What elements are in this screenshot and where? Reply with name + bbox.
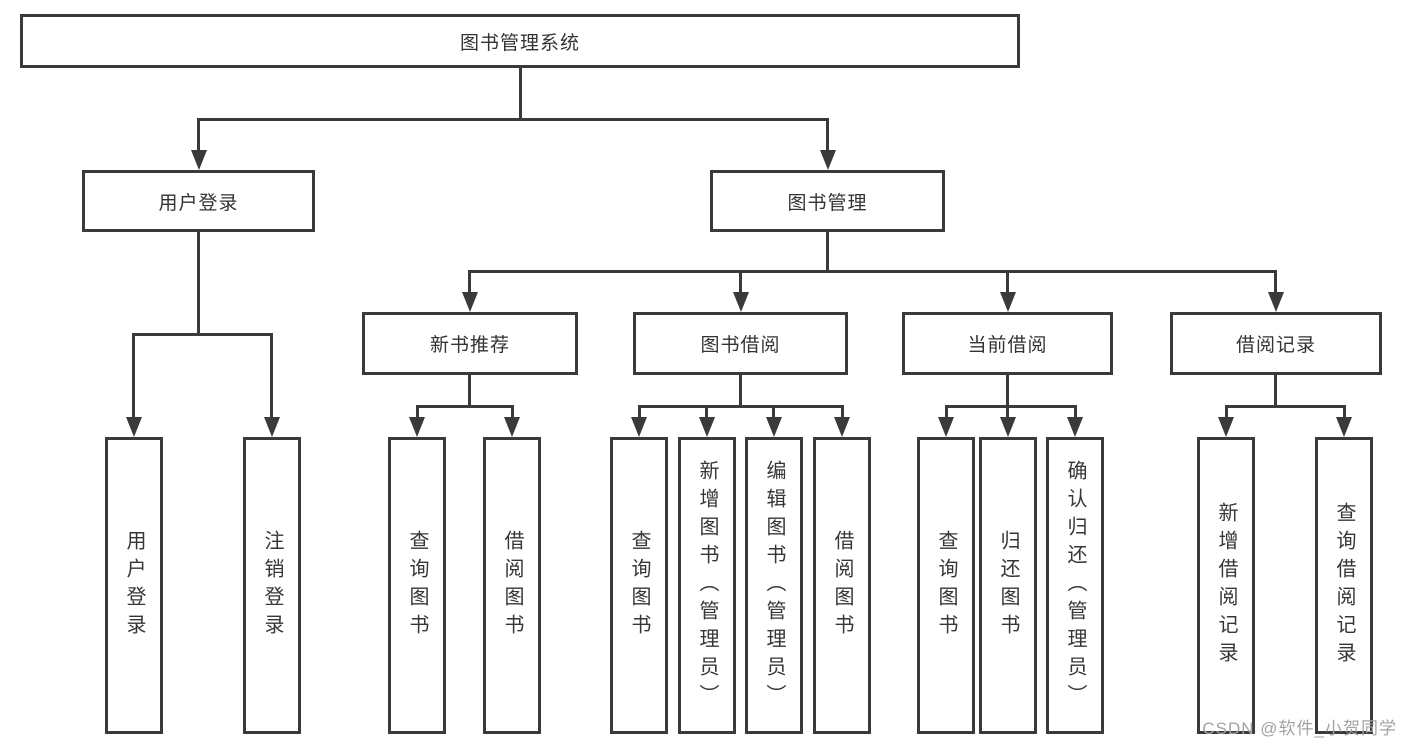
connector-vline: [739, 375, 742, 407]
connector-vline: [705, 407, 708, 419]
leaf-user-login-label: 用户登录: [123, 529, 145, 642]
leaf-query-borrow-record: 查询借阅记录: [1315, 437, 1373, 734]
arrowhead-down-icon: [699, 417, 715, 437]
leaf-borrow-books-1-label: 借阅图书: [501, 529, 523, 642]
arrowhead-down-icon: [1336, 417, 1352, 437]
node-book-management-label: 图书管理: [787, 192, 868, 214]
connector-vline: [270, 335, 273, 419]
connector-vline: [468, 272, 471, 294]
connector-vline: [1274, 272, 1277, 294]
node-borrow-records: 借阅记录: [1170, 312, 1382, 375]
connector-vline: [1006, 407, 1009, 419]
connector-hline: [197, 118, 829, 121]
connector-vline: [1074, 407, 1077, 419]
node-library-system: 图书管理系统: [20, 14, 1020, 68]
connector-vline: [826, 120, 829, 152]
connector-vline: [826, 232, 829, 272]
arrowhead-down-icon: [820, 150, 836, 170]
arrowhead-down-icon: [1218, 417, 1234, 437]
arrowhead-down-icon: [462, 292, 478, 312]
arrowhead-down-icon: [1067, 417, 1083, 437]
node-book-borrow: 图书借阅: [633, 312, 848, 375]
leaf-add-borrow-record-label: 新增借阅记录: [1215, 501, 1237, 670]
arrowhead-down-icon: [126, 417, 142, 437]
leaf-return-books: 归还图书: [979, 437, 1037, 734]
connector-vline: [1006, 272, 1009, 294]
connector-vline: [468, 375, 471, 407]
connector-hline: [1225, 405, 1346, 408]
leaf-edit-books-admin-label: 编辑图书（管理员）: [763, 459, 785, 712]
leaf-query-books-2-label: 查询图书: [628, 529, 650, 642]
connector-vline: [416, 407, 419, 419]
leaf-query-books-3: 查询图书: [917, 437, 975, 734]
connector-hline: [416, 405, 514, 408]
leaf-edit-books-admin: 编辑图书（管理员）: [745, 437, 803, 734]
leaf-query-books-2: 查询图书: [610, 437, 668, 734]
arrowhead-down-icon: [264, 417, 280, 437]
node-new-book-recommend-label: 新书推荐: [429, 335, 510, 356]
node-current-borrow: 当前借阅: [902, 312, 1113, 375]
leaf-confirm-return-admin-label: 确认归还（管理员）: [1064, 459, 1086, 712]
leaf-add-books-admin: 新增图书（管理员）: [678, 437, 736, 734]
arrowhead-down-icon: [191, 150, 207, 170]
arrowhead-down-icon: [766, 417, 782, 437]
arrowhead-down-icon: [733, 292, 749, 312]
node-user-login: 用户登录: [82, 170, 315, 232]
leaf-logout-login-label: 注销登录: [261, 529, 283, 642]
leaf-return-books-label: 归还图书: [997, 529, 1019, 642]
arrowhead-down-icon: [1000, 417, 1016, 437]
leaf-borrow-books-2-label: 借阅图书: [831, 529, 853, 642]
connector-vline: [841, 407, 844, 419]
arrowhead-down-icon: [1000, 292, 1016, 312]
connector-hline: [132, 333, 273, 336]
connector-vline: [519, 68, 522, 120]
leaf-query-books-3-label: 查询图书: [935, 529, 957, 642]
arrowhead-down-icon: [409, 417, 425, 437]
connector-vline: [945, 407, 948, 419]
node-user-login-label: 用户登录: [158, 192, 239, 214]
arrowhead-down-icon: [1268, 292, 1284, 312]
connector-vline: [1343, 407, 1346, 419]
node-new-book-recommend: 新书推荐: [362, 312, 578, 375]
node-book-borrow-label: 图书借阅: [700, 335, 781, 356]
leaf-borrow-books-2: 借阅图书: [813, 437, 871, 734]
connector-vline: [1006, 375, 1009, 407]
csdn-watermark: CSDN @软件_小贺同学: [1202, 719, 1397, 738]
node-borrow-records-label: 借阅记录: [1235, 335, 1316, 356]
connector-vline: [197, 120, 200, 152]
connector-vline: [772, 407, 775, 419]
leaf-user-login: 用户登录: [105, 437, 163, 734]
connector-hline: [945, 405, 1077, 408]
leaf-query-books-1: 查询图书: [388, 437, 446, 734]
connector-vline: [1225, 407, 1228, 419]
leaf-query-books-1-label: 查询图书: [406, 529, 428, 642]
leaf-logout-login: 注销登录: [243, 437, 301, 734]
node-current-borrow-label: 当前借阅: [967, 335, 1048, 356]
connector-vline: [197, 232, 200, 335]
connector-vline: [132, 335, 135, 419]
node-library-system-label: 图书管理系统: [459, 32, 580, 54]
arrowhead-down-icon: [504, 417, 520, 437]
leaf-add-borrow-record: 新增借阅记录: [1197, 437, 1255, 734]
connector-vline: [638, 407, 641, 419]
leaf-confirm-return-admin: 确认归还（管理员）: [1046, 437, 1104, 734]
connector-vline: [739, 272, 742, 294]
connector-hline: [468, 270, 1277, 273]
leaf-add-books-admin-label: 新增图书（管理员）: [696, 459, 718, 712]
node-book-management: 图书管理: [710, 170, 945, 232]
arrowhead-down-icon: [631, 417, 647, 437]
connector-vline: [1274, 375, 1277, 407]
arrowhead-down-icon: [834, 417, 850, 437]
arrowhead-down-icon: [938, 417, 954, 437]
connector-vline: [511, 407, 514, 419]
leaf-query-borrow-record-label: 查询借阅记录: [1333, 501, 1355, 670]
leaf-borrow-books-1: 借阅图书: [483, 437, 541, 734]
connector-hline: [638, 405, 844, 408]
